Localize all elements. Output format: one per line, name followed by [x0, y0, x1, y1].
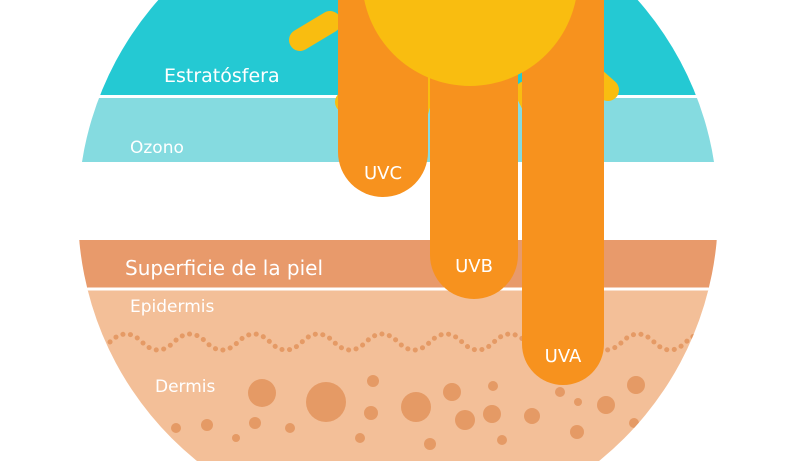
skin-surface-band — [78, 240, 718, 288]
uvb-label: UVB — [455, 256, 493, 277]
uvc-label: UVC — [364, 163, 402, 184]
sun — [364, 0, 576, 86]
skin-surface-label: Superficie de la piel — [125, 256, 323, 280]
epidermis-label: Epidermis — [130, 297, 214, 317]
stratosphere-label: Estratósfera — [164, 65, 280, 87]
skin-body — [78, 290, 718, 461]
dermis-dots — [171, 375, 670, 450]
dermis-label: Dermis — [155, 377, 216, 397]
uva-label: UVA — [545, 346, 582, 367]
ozone-label: Ozono — [130, 138, 184, 158]
epidermis-dermis-wave — [107, 331, 718, 353]
uva-beam — [522, 0, 604, 385]
